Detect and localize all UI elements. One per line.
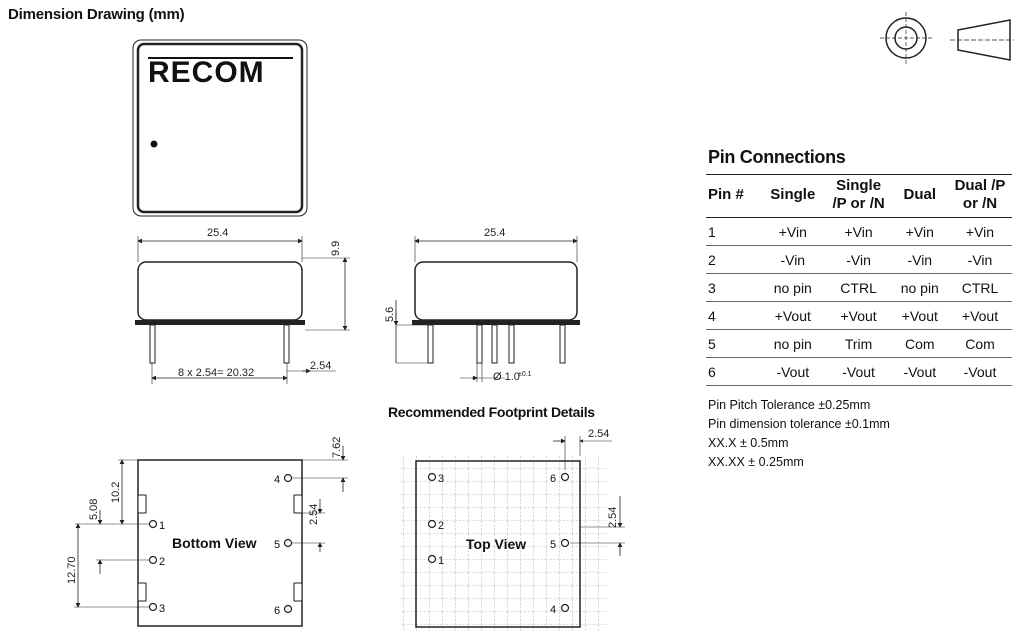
bottom-pin-1: 1 [159, 520, 165, 532]
table-cell: 4 [706, 301, 760, 330]
top-pin-1: 1 [438, 555, 444, 567]
note-line: XX.X ± 0.5mm [708, 436, 789, 450]
package-top-view: RECOM [132, 39, 308, 217]
table-row: 4+Vout+Vout+Vout+Vout [706, 301, 1012, 330]
footprint-top-view: 3 2 1 6 5 4 Top View 2.54 2.54 [400, 428, 625, 632]
table-cell: Trim [825, 329, 892, 358]
table-header: Single [760, 174, 826, 218]
table-header: Dual [891, 174, 948, 218]
table-cell: no pin [760, 273, 826, 302]
top-pin-3: 3 [438, 473, 444, 485]
bottom-pin-2: 2 [159, 556, 165, 568]
table-cell: +Vout [891, 301, 948, 330]
top-pin-5: 5 [550, 539, 556, 551]
dim-pinlength-label: 5.6 [384, 307, 396, 322]
dim-508-label: 5.08 [88, 499, 100, 520]
table-cell: +Vout [760, 301, 826, 330]
table-cell: +Vin [891, 217, 948, 246]
dim-height-label: 9.9 [330, 241, 342, 256]
bottom-view-label: Bottom View [172, 535, 257, 551]
table-cell: -Vin [891, 245, 948, 274]
pin-connections-table: Pin # Single Single /P or /N Dual Dual /… [706, 174, 1012, 386]
note-line: Pin dimension tolerance ±0.1mm [708, 417, 890, 431]
table-header: Single /P or /N [825, 174, 892, 218]
top-pin-2: 2 [438, 520, 444, 532]
page-title: Dimension Drawing (mm) [8, 6, 185, 23]
pin-connections-title: Pin Connections [708, 147, 846, 167]
pin-connections-section: Pin Connections Pin # Single Single /P o… [706, 147, 1012, 472]
table-cell: +Vin [825, 217, 892, 246]
fp-pitch-side-label: 2.54 [607, 507, 619, 528]
table-cell: no pin [891, 273, 948, 302]
table-cell: Com [948, 329, 1012, 358]
table-row: 6-Vout-Vout-Vout-Vout [706, 357, 1012, 386]
table-cell: -Vin [760, 245, 826, 274]
bottom-pin-4: 4 [274, 474, 280, 486]
table-cell: -Vin [948, 245, 1012, 274]
bottom-pin-6: 6 [274, 605, 280, 617]
top-view-label: Top View [466, 536, 526, 552]
table-cell: -Vin [825, 245, 892, 274]
table-row: 2-Vin-Vin-Vin-Vin [706, 245, 1012, 274]
tolerance-notes: Pin Pitch Tolerance ±0.25mm Pin dimensio… [708, 396, 1012, 472]
bottom-pin-3: 3 [159, 603, 165, 615]
table-cell: +Vin [760, 217, 826, 246]
footprint-title: Recommended Footprint Details [388, 404, 595, 420]
table-cell: -Vout [760, 357, 826, 386]
table-cell: CTRL [948, 273, 1012, 302]
table-cell: -Vout [948, 357, 1012, 386]
table-cell: CTRL [825, 273, 892, 302]
table-cell: 6 [706, 357, 760, 386]
table-cell: +Vin [948, 217, 1012, 246]
dim-pindia-label: Ø 1.0 [493, 371, 520, 383]
note-line: Pin Pitch Tolerance ±0.25mm [708, 398, 871, 412]
table-header: Dual /P or /N [948, 174, 1012, 218]
dim-pindia-tol: ±0.1 [518, 371, 532, 378]
table-cell: no pin [760, 329, 826, 358]
dim-762-label: 7.62 [331, 437, 343, 458]
dim-102-label: 10.2 [110, 482, 122, 503]
table-cell: +Vout [825, 301, 892, 330]
table-row: 1+Vin+Vin+Vin+Vin [706, 217, 1012, 246]
dim-254b-label: 2.54 [308, 504, 320, 525]
note-line: XX.XX ± 0.25mm [708, 455, 804, 469]
dim-1270-label: 12.70 [66, 556, 78, 584]
package-side-view-2: 25.4 5.6 Ø 1.0 ±0.1 [384, 227, 580, 383]
top-pin-6: 6 [550, 473, 556, 485]
top-pin-4: 4 [550, 604, 556, 616]
dim-span-label: 8 x 2.54= 20.32 [178, 367, 254, 379]
dim-pitch-label: 2.54 [310, 360, 331, 372]
table-cell: -Vout [825, 357, 892, 386]
package-side-view-1: 25.4 9.9 8 x 2.54= 20.32 2.54 [135, 227, 350, 384]
table-cell: Com [891, 329, 948, 358]
fp-pitch-top-label: 2.54 [588, 428, 609, 440]
bottom-pin-5: 5 [274, 539, 280, 551]
dim-width-label: 25.4 [207, 227, 228, 239]
table-cell: 2 [706, 245, 760, 274]
table-header: Pin # [706, 174, 760, 218]
table-cell: 3 [706, 273, 760, 302]
table-cell: 1 [706, 217, 760, 246]
table-cell: 5 [706, 329, 760, 358]
bottom-view: 1 2 3 4 5 6 Bottom View 10.2 5.08 12.70 … [66, 437, 348, 627]
recom-logo: RECOM [148, 56, 265, 89]
table-cell: -Vout [891, 357, 948, 386]
table-cell: +Vout [948, 301, 1012, 330]
dim-width-label-2: 25.4 [484, 227, 505, 239]
pin1-marker [150, 140, 158, 148]
first-angle-projection-icon [880, 12, 1014, 64]
